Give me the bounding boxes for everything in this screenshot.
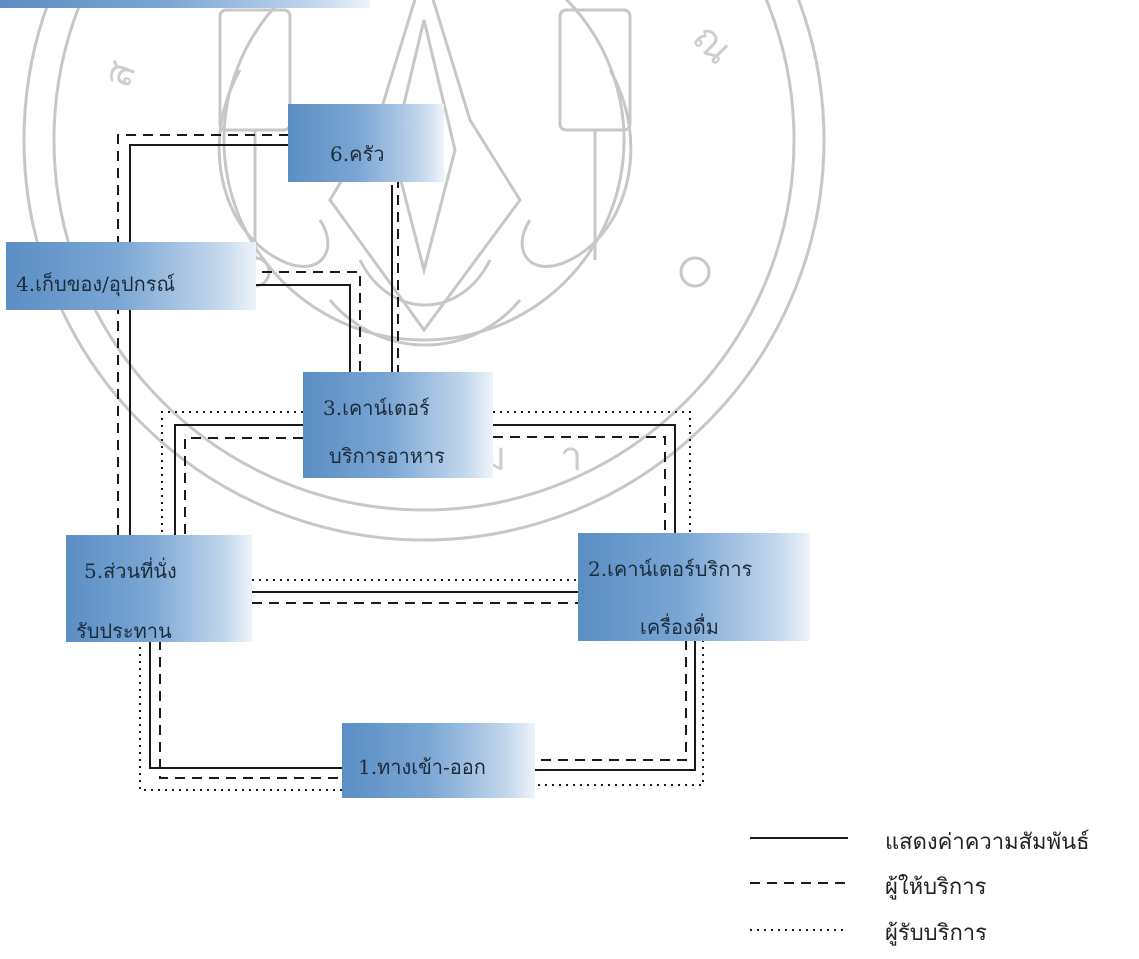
legend-solid-label: แสดงค่าความสัมพันธ์ bbox=[885, 830, 1090, 855]
connector-food-drink-dotted bbox=[493, 411, 691, 533]
connector-food-dining-dotted bbox=[161, 411, 303, 535]
node-dining-label-2: รับประทาน bbox=[76, 619, 172, 643]
legend-dashed-label: ผู้ให้บริการ bbox=[885, 875, 987, 900]
connector-drink-entrance-dotted bbox=[535, 640, 704, 786]
node-food-counter: 3.เคาน์เตอร์ บริการอาหาร bbox=[303, 372, 493, 478]
node-drink-counter: 2.เคาน์เตอร์บริการ เครื่องดื่ม bbox=[578, 533, 810, 641]
connector-storage-food-dashed bbox=[262, 271, 361, 385]
node-storage: 4.เก็บของ/อุปกรณ์ bbox=[6, 242, 256, 310]
connector-food-dining-solid bbox=[174, 424, 303, 535]
node-drink-counter-label-1: 2.เคาน์เตอร์บริการ bbox=[588, 557, 753, 581]
node-entrance-label: 1.ทางเข้า-ออก bbox=[358, 755, 486, 779]
node-kitchen: 6.ครัว bbox=[288, 104, 444, 182]
connector-storage-food-solid bbox=[255, 284, 351, 385]
node-dining: 5.ส่วนที่นั่ง รับประทาน bbox=[66, 535, 252, 643]
node-kitchen-label: 6.ครัว bbox=[330, 142, 385, 166]
svg-text:า: า bbox=[560, 434, 582, 480]
connector-drink-entrance-dashed bbox=[535, 640, 687, 761]
node-drink-counter-label-2: เครื่องดื่ม bbox=[640, 615, 719, 639]
connector-dining-kitchen-solid bbox=[129, 144, 290, 535]
node-entrance: 1.ทางเข้า-ออก bbox=[342, 723, 535, 798]
connector-drink-entrance-solid bbox=[535, 640, 696, 771]
node-dining-label-1: 5.ส่วนที่นั่ง bbox=[84, 559, 177, 583]
connector-dining-entrance-dotted bbox=[139, 640, 342, 791]
connector-food-drink-dashed bbox=[493, 436, 666, 533]
connector-food-dining-dashed bbox=[184, 437, 303, 535]
node-food-counter-label-2: บริการอาหาร bbox=[329, 444, 445, 468]
top-partial-box bbox=[0, 0, 370, 8]
connector-food-drink-solid bbox=[493, 424, 676, 533]
node-food-counter-label-1: 3.เคาน์เตอร์ bbox=[323, 396, 430, 420]
connector-dining-kitchen-dashed bbox=[117, 134, 290, 535]
connector-dining-entrance-solid bbox=[149, 640, 342, 769]
legend-dotted-label: ผู้รับบริการ bbox=[885, 921, 987, 946]
node-storage-label: 4.เก็บของ/อุปกรณ์ bbox=[16, 272, 176, 296]
connector-dining-entrance-dashed bbox=[159, 640, 342, 779]
